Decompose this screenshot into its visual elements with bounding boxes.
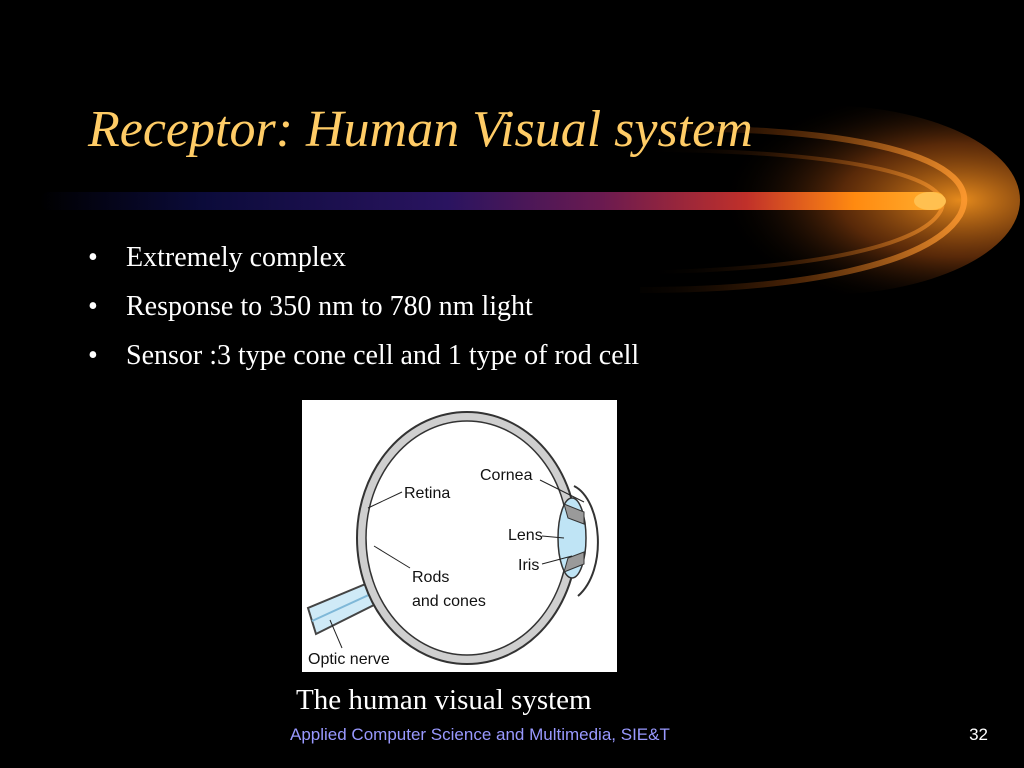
page-number: 32 [969,725,988,744]
label-lens: Lens [508,527,543,544]
bullet-item: • Sensor :3 type cone cell and 1 type of … [88,334,639,383]
label-rods: Rods [412,569,449,586]
bullet-text: Response to 350 nm to 780 nm light [126,291,533,322]
label-and-cones: and cones [412,593,486,610]
label-cornea: Cornea [480,467,533,484]
bullet-item: • Extremely complex [88,236,639,285]
bullet-dot: • [88,291,98,322]
iris-shape [563,503,585,525]
bullet-text: Sensor :3 type cone cell and 1 type of r… [126,340,640,371]
bullet-dot: • [88,340,98,371]
label-optic-nerve: Optic nerve [308,651,390,668]
slide-footer: Applied Computer Science and Multimedia,… [290,725,670,744]
cornea-shape [573,485,599,597]
bullet-text: Extremely complex [126,242,347,273]
label-retina: Retina [404,485,450,502]
decorative-comet-swoosh [40,105,1020,295]
eye-diagram-drawing: Cornea Retina Lens Iris Rods and cones O… [306,411,599,668]
figure-caption: The human visual system [296,684,592,716]
slide-title: Receptor: Human Visual system [88,101,753,158]
leader-lines [329,479,585,649]
eye-diagram: Cornea Retina Lens Iris Rods and cones O… [302,400,617,672]
bullet-list: • Extremely complex • Response to 350 nm t… [88,236,639,383]
label-iris: Iris [518,557,539,574]
bullet-dot: • [88,242,98,273]
bullet-item: • Response to 350 nm to 780 nm light [88,285,639,334]
iris-shape [563,551,585,573]
